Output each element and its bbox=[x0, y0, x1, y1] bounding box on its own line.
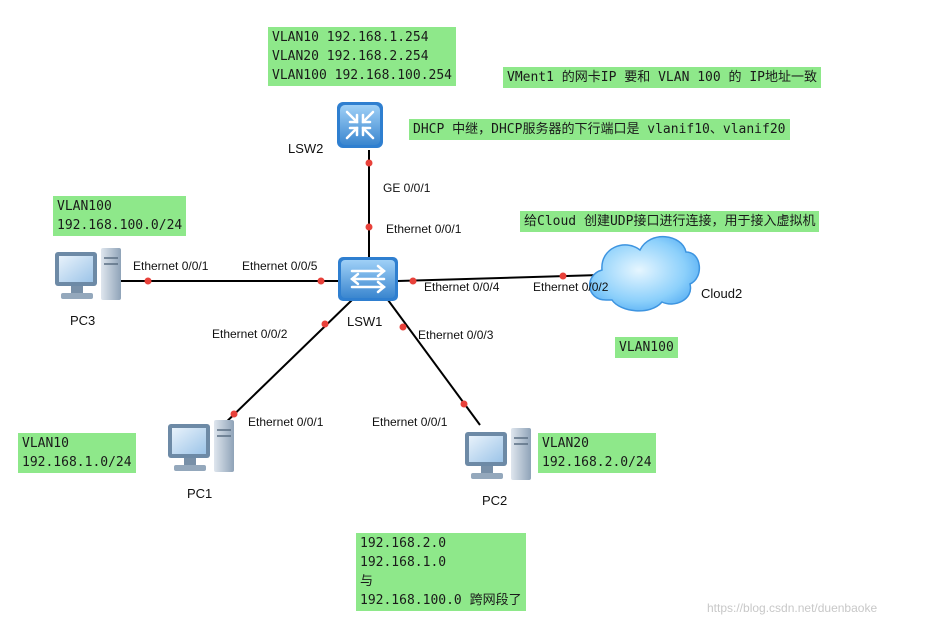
port-label: Ethernet 0/0/2 bbox=[533, 280, 609, 294]
router-icon[interactable] bbox=[337, 102, 383, 148]
port-dot bbox=[365, 223, 373, 231]
pc3-vlan-note: VLAN100 192.168.100.0/24 bbox=[53, 196, 187, 236]
port-label: Ethernet 0/0/5 bbox=[242, 259, 318, 273]
cloud-note: 给Cloud 创建UDP接口进行连接，用于接入虚拟机 bbox=[520, 211, 820, 232]
lsw2-vlan-note: VLAN10 192.168.1.254 VLAN20 192.168.2.25… bbox=[268, 27, 457, 86]
pc-icon[interactable] bbox=[55, 248, 121, 300]
port-dot bbox=[559, 272, 567, 280]
cloud2-label: Cloud2 bbox=[701, 286, 743, 301]
pc2-vlan-note: VLAN20 192.168.2.0/24 bbox=[538, 433, 656, 473]
summary-note: 192.168.2.0 192.168.1.0 与 192.168.100.0 … bbox=[356, 533, 526, 611]
port-dot bbox=[230, 410, 238, 418]
port-label: Ethernet 0/0/1 bbox=[133, 259, 209, 273]
port-label: Ethernet 0/0/2 bbox=[212, 327, 288, 341]
port-label: Ethernet 0/0/4 bbox=[424, 280, 500, 294]
cloud-icon[interactable] bbox=[589, 235, 700, 312]
pc-icon[interactable] bbox=[465, 428, 531, 480]
port-dot bbox=[460, 400, 468, 408]
lsw2-label: LSW2 bbox=[288, 141, 324, 156]
port-label: Ethernet 0/0/3 bbox=[418, 328, 494, 342]
port-label: Ethernet 0/0/1 bbox=[248, 415, 324, 429]
dhcp-note: DHCP 中继，DHCP服务器的下行端口是 vlanif10、vlanif20 bbox=[409, 119, 790, 140]
port-dot bbox=[317, 277, 325, 285]
port-dot bbox=[409, 277, 417, 285]
port-dot bbox=[321, 320, 329, 328]
port-dot bbox=[399, 323, 407, 331]
pc1-vlan-note: VLAN10 192.168.1.0/24 bbox=[18, 433, 136, 473]
lsw1-label: LSW1 bbox=[347, 314, 383, 329]
port-label: GE 0/0/1 bbox=[383, 181, 431, 195]
port-dots bbox=[144, 159, 567, 418]
port-label: Ethernet 0/0/1 bbox=[386, 222, 462, 236]
port-dot bbox=[144, 277, 152, 285]
cloud-vlan-note: VLAN100 bbox=[615, 337, 678, 358]
vment-note: VMent1 的网卡IP 要和 VLAN 100 的 IP地址一致 bbox=[503, 67, 822, 88]
pc-icon[interactable] bbox=[168, 420, 234, 472]
pc3-label: PC3 bbox=[70, 313, 96, 328]
links bbox=[118, 150, 601, 431]
pc2-label: PC2 bbox=[482, 493, 508, 508]
watermark: https://blog.csdn.net/duenbaoke bbox=[707, 601, 878, 615]
switch-icon[interactable] bbox=[338, 257, 398, 301]
port-dot bbox=[365, 159, 373, 167]
port-label: Ethernet 0/0/1 bbox=[372, 415, 448, 429]
link-lsw1-pc1 bbox=[217, 299, 353, 431]
pc1-label: PC1 bbox=[187, 486, 213, 501]
